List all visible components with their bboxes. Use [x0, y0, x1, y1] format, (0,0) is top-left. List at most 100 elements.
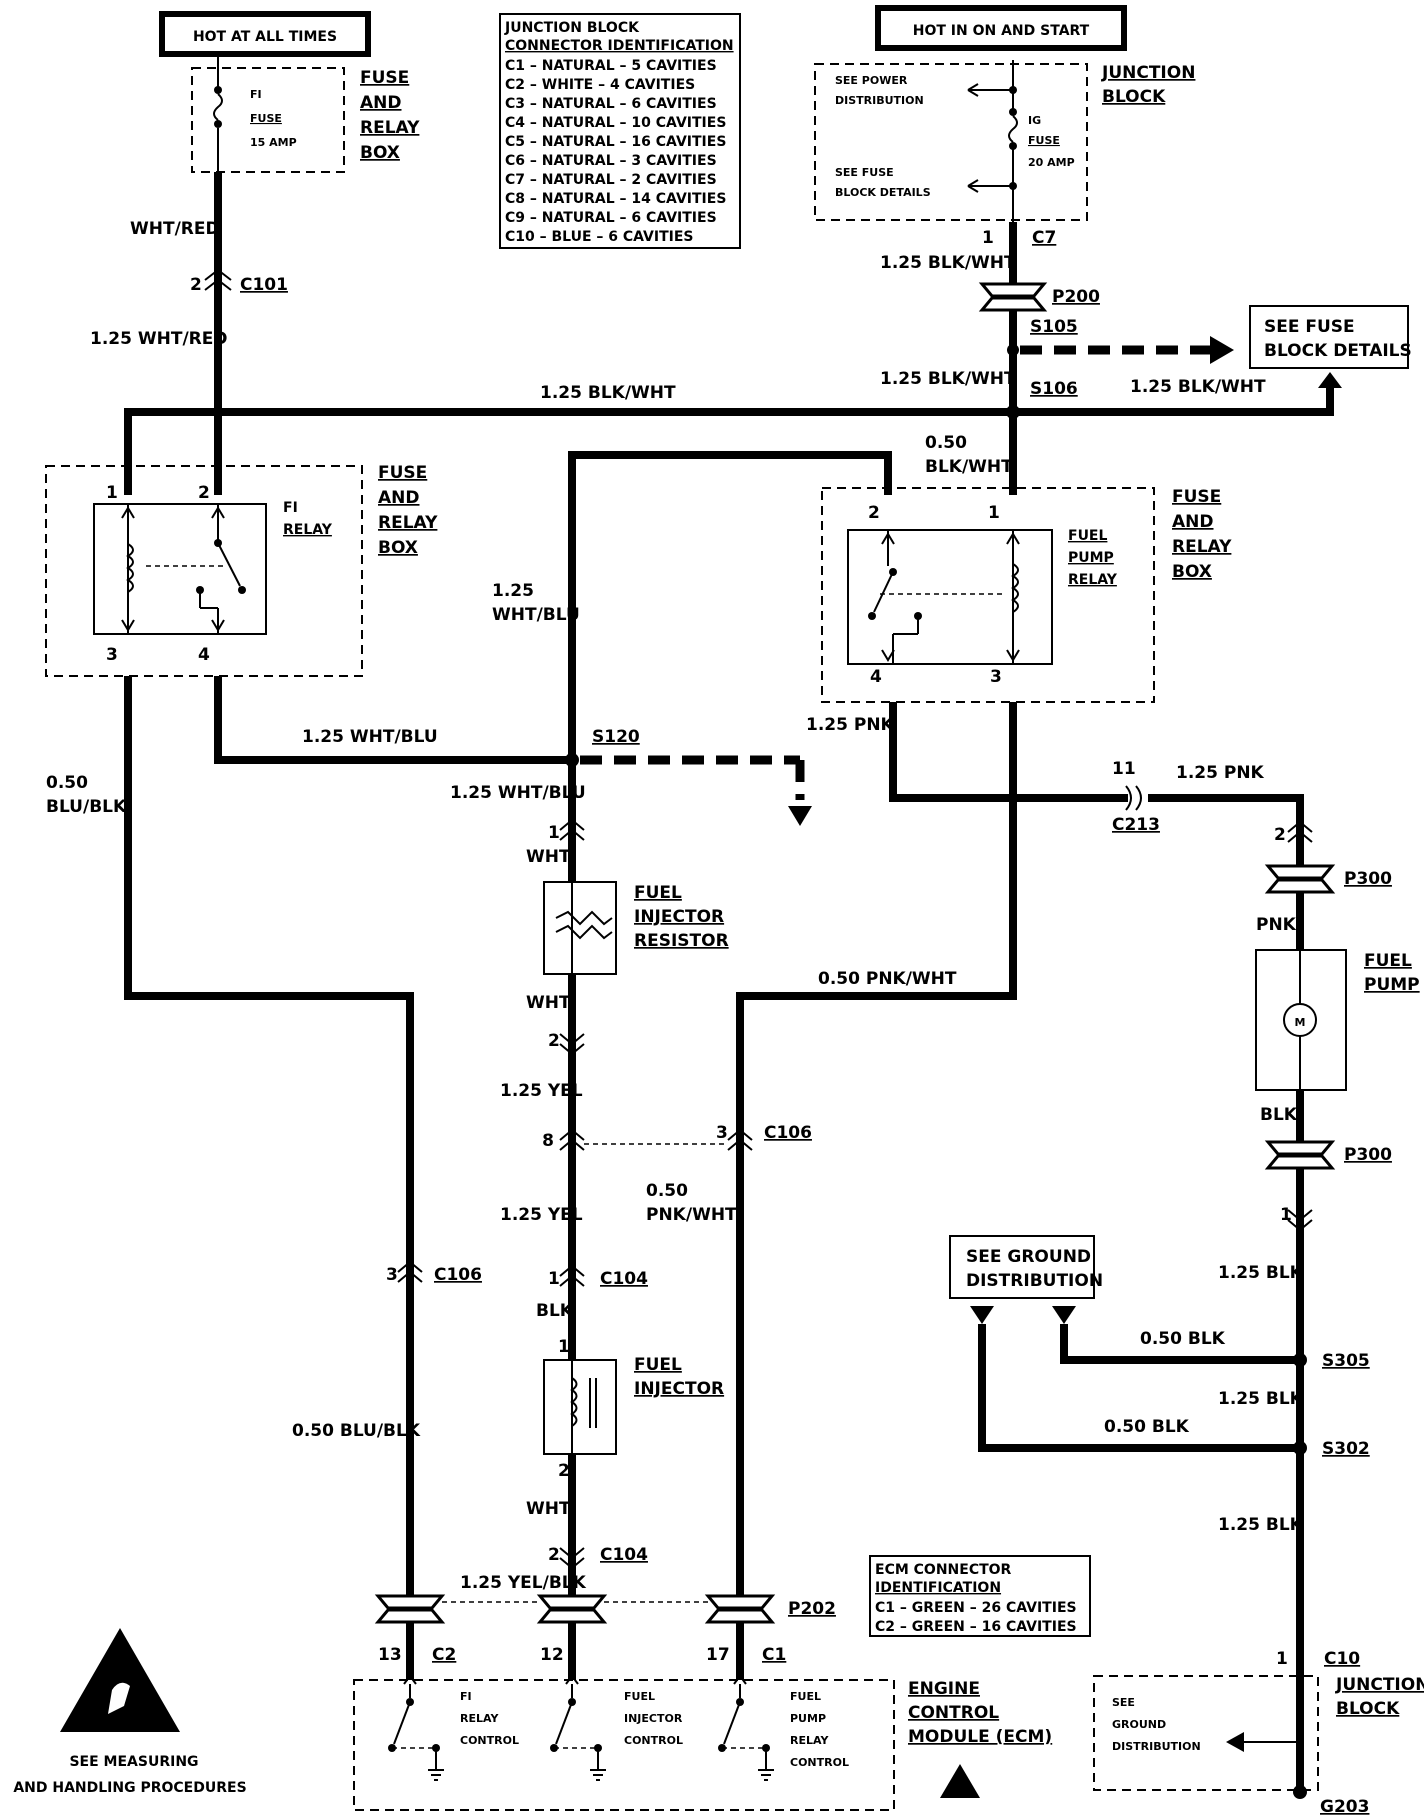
fuse-relay-box-label-1: FUSE AND RELAY BOX	[360, 68, 420, 163]
junction-block-label-bottom: JUNCTION BLOCK	[1335, 1675, 1424, 1719]
svg-text:ECM CONNECTOR: ECM CONNECTOR	[875, 1562, 1012, 1578]
connector-c106-a: 3 C106	[386, 1260, 482, 1285]
svg-text:4: 4	[198, 645, 210, 665]
svg-text:3: 3	[386, 1265, 398, 1285]
splice-s106: S106	[1006, 379, 1078, 419]
svg-text:FUSE: FUSE	[378, 463, 427, 483]
wire-pnk-wht-050	[736, 702, 1017, 1596]
fuel-pump-pin-1: 1	[1280, 1205, 1313, 1232]
injector-pin-1-top: 1	[548, 818, 585, 843]
svg-text:M: M	[1295, 1016, 1306, 1029]
svg-text:FI: FI	[460, 1690, 472, 1703]
svg-text:PUMP: PUMP	[1364, 975, 1420, 995]
svg-text:C104: C104	[600, 1269, 648, 1289]
label-blu-blk-v-b: BLU/BLK	[46, 797, 127, 817]
svg-text:C7: C7	[1032, 228, 1056, 248]
label-blk-125-c: 1.25 BLK	[1218, 1515, 1304, 1535]
svg-text:2: 2	[198, 483, 210, 503]
svg-text:BLOCK DETAILS: BLOCK DETAILS	[835, 186, 931, 199]
label-blk-125-a: 1.25 BLK	[1218, 1263, 1304, 1283]
connector-p300-b: P300	[1264, 1140, 1392, 1170]
svg-text:INJECTOR: INJECTOR	[634, 907, 724, 927]
pin-13: 13	[378, 1645, 402, 1665]
svg-text:3: 3	[990, 667, 1002, 687]
connector-c213: 11 C213	[1112, 759, 1160, 835]
svg-text:FUEL: FUEL	[634, 1355, 682, 1375]
splice-s120: S120	[565, 727, 812, 826]
label-pnk-wht-v-a: 0.50	[646, 1181, 688, 1201]
svg-text:BOX: BOX	[1172, 562, 1212, 582]
label-pnk-wht-v-b: PNK/WHT	[646, 1205, 737, 1225]
svg-text:INJECTOR: INJECTOR	[624, 1712, 683, 1725]
svg-text:C10: C10	[1324, 1649, 1360, 1669]
connector-c104-a: 1 C104	[548, 1264, 648, 1289]
svg-text:15 AMP: 15 AMP	[250, 136, 297, 149]
label-yel-125-a: 1.25 YEL	[500, 1081, 583, 1101]
connector-p202: P202	[374, 1594, 836, 1624]
wire-blu-blk-050	[124, 676, 414, 1596]
svg-text:P200: P200	[1052, 287, 1100, 307]
svg-text:C2 – WHITE – 4 CAVITIES: C2 – WHITE – 4 CAVITIES	[505, 77, 695, 93]
ig-fuse-junction-block: SEE POWER DISTRIBUTION IG FUSE 20 AMP SE…	[814, 60, 1088, 222]
svg-text:AND: AND	[378, 488, 420, 508]
svg-text:C7 – NATURAL – 2 CAVITIES: C7 – NATURAL – 2 CAVITIES	[505, 172, 717, 188]
svg-text:P202: P202	[788, 1599, 836, 1619]
label-yel-125-b: 1.25 YEL	[500, 1205, 583, 1225]
svg-text:RELAY: RELAY	[378, 513, 438, 533]
svg-text:C106: C106	[434, 1265, 482, 1285]
label-blk-125-b: 1.25 BLK	[1218, 1389, 1304, 1409]
svg-text:RELAY: RELAY	[1068, 572, 1118, 588]
svg-text:2: 2	[190, 275, 202, 295]
connector-c106-b: 3 C106	[716, 1123, 812, 1151]
svg-text:FI: FI	[250, 88, 262, 101]
svg-text:C9 – NATURAL – 6 CAVITIES: C9 – NATURAL – 6 CAVITIES	[505, 210, 717, 226]
svg-text:DISTRIBUTION: DISTRIBUTION	[1112, 1740, 1201, 1753]
svg-text:C8 – NATURAL – 14 CAVITIES: C8 – NATURAL – 14 CAVITIES	[505, 191, 726, 207]
svg-text:FUSE: FUSE	[1028, 134, 1060, 147]
label-blk-wht-050-b: BLK/WHT	[925, 457, 1013, 477]
fuel-injector-resistor: FUEL INJECTOR RESISTOR	[543, 881, 729, 975]
svg-text:MODULE (ECM): MODULE (ECM)	[908, 1727, 1052, 1747]
svg-text:SEE FUSE: SEE FUSE	[1264, 317, 1355, 337]
svg-text:SEE MEASURING: SEE MEASURING	[69, 1754, 198, 1770]
svg-text:ENGINE: ENGINE	[908, 1679, 980, 1699]
label-wht-blu-125-a: 1.25 WHT/BLU	[302, 727, 438, 747]
wire-blk-050-b	[978, 1324, 1300, 1452]
svg-text:2: 2	[1274, 825, 1286, 845]
label-wht-red: WHT/RED	[130, 219, 220, 239]
svg-text:HOT AT ALL TIMES: HOT AT ALL TIMES	[193, 29, 337, 45]
svg-text:GROUND: GROUND	[1112, 1718, 1166, 1731]
svg-text:C213: C213	[1112, 815, 1160, 835]
svg-text:3: 3	[716, 1123, 728, 1143]
label-wht-red-125: 1.25 WHT/RED	[90, 329, 227, 349]
svg-text:C6 – NATURAL – 3 CAVITIES: C6 – NATURAL – 3 CAVITIES	[505, 153, 717, 169]
wire-blk-wht-bus	[124, 382, 1334, 495]
label-blk-wht-125-a: 1.25 BLK/WHT	[880, 253, 1016, 273]
label-blk-wht-125-d: 1.25 BLK/WHT	[1130, 377, 1266, 397]
svg-text:JUNCTION BLOCK: JUNCTION BLOCK	[504, 20, 640, 36]
svg-text:BOX: BOX	[360, 143, 400, 163]
label-wht-b: WHT	[526, 993, 571, 1013]
svg-text:CONTROL: CONTROL	[790, 1756, 849, 1769]
connector-c101: 2 C101	[190, 268, 288, 295]
svg-text:FUSE: FUSE	[250, 112, 282, 125]
svg-text:FI: FI	[283, 500, 298, 516]
svg-text:1: 1	[988, 503, 1000, 523]
svg-text:INJECTOR: INJECTOR	[634, 1379, 724, 1399]
svg-text:C104: C104	[600, 1545, 648, 1565]
svg-text:P300: P300	[1344, 869, 1392, 889]
pin-12: 12	[540, 1645, 564, 1665]
pin-17: 17	[706, 1645, 730, 1665]
svg-text:1: 1	[106, 483, 118, 503]
junction-block-ground: SEE GROUND DISTRIBUTION G203	[1093, 1675, 1369, 1816]
connector-c106-pin8: 8	[542, 1128, 585, 1151]
svg-text:1: 1	[558, 1337, 570, 1357]
wire-wht-blu-and-blk-wht	[568, 451, 892, 760]
svg-text:BLOCK: BLOCK	[1336, 1699, 1400, 1719]
wire-wht-blu-125	[214, 676, 572, 764]
label-pnk-125-b: 1.25 PNK	[1176, 763, 1265, 783]
fuel-injector: 1 2 FUEL INJECTOR	[543, 1337, 724, 1481]
label-pnk-wht-050: 0.50 PNK/WHT	[818, 969, 957, 989]
ecm-connector-id-table: ECM CONNECTOR IDENTIFICATION C1 – GREEN …	[869, 1555, 1091, 1637]
fi-relay-label: FI RELAY	[283, 500, 333, 538]
